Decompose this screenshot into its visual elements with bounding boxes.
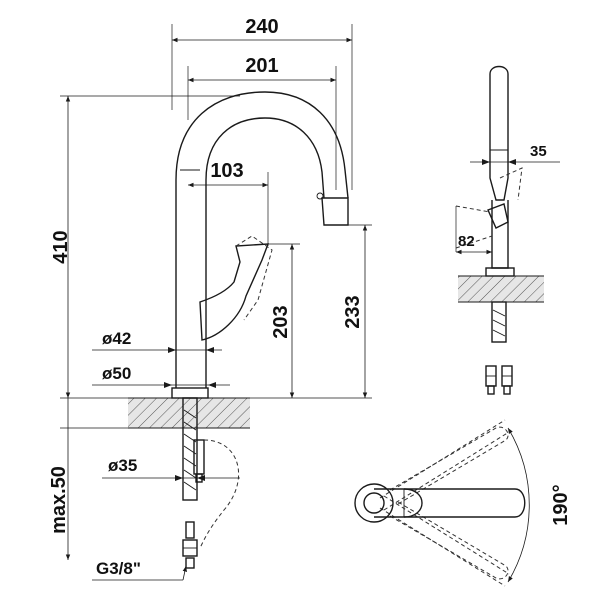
side-spout <box>489 65 509 201</box>
dim-handle-reach: 103 <box>210 160 243 182</box>
top-spout <box>374 488 526 518</box>
top-view: 190° <box>354 419 572 587</box>
spray-head <box>321 197 349 226</box>
dim-max-thickness: max.50 <box>48 466 70 534</box>
lever-handle <box>199 243 270 341</box>
faucet-base <box>171 387 209 399</box>
side-dim-offset: 35 <box>530 143 547 160</box>
rotation-arc <box>507 427 530 583</box>
dim-overall-width: 240 <box>245 16 278 38</box>
front-view: 240 201 103 410 203 233 ø42 ø5 <box>48 16 372 581</box>
rotation-angle-label: 190° <box>550 484 572 525</box>
dim-spout-height: 233 <box>342 295 364 328</box>
side-view: 35 82 <box>455 65 560 395</box>
top-base-outer <box>354 483 394 523</box>
top-base-inner <box>363 492 385 514</box>
faucet-neck <box>175 91 349 298</box>
side-lever <box>487 203 509 229</box>
dim-spout-reach: 201 <box>245 55 278 77</box>
dim-overall-height: 410 <box>50 230 72 263</box>
dim-diameter-base: ø50 <box>102 364 131 383</box>
dim-diameter-hole: ø35 <box>108 456 137 475</box>
dim-diameter-body: ø42 <box>102 329 131 348</box>
dim-handle-height: 203 <box>270 305 292 338</box>
dim-thread: G3/8" <box>96 559 141 578</box>
side-countertop-hatch <box>458 276 544 302</box>
supply-hose <box>182 397 198 501</box>
side-dim-depth: 82 <box>458 233 475 250</box>
